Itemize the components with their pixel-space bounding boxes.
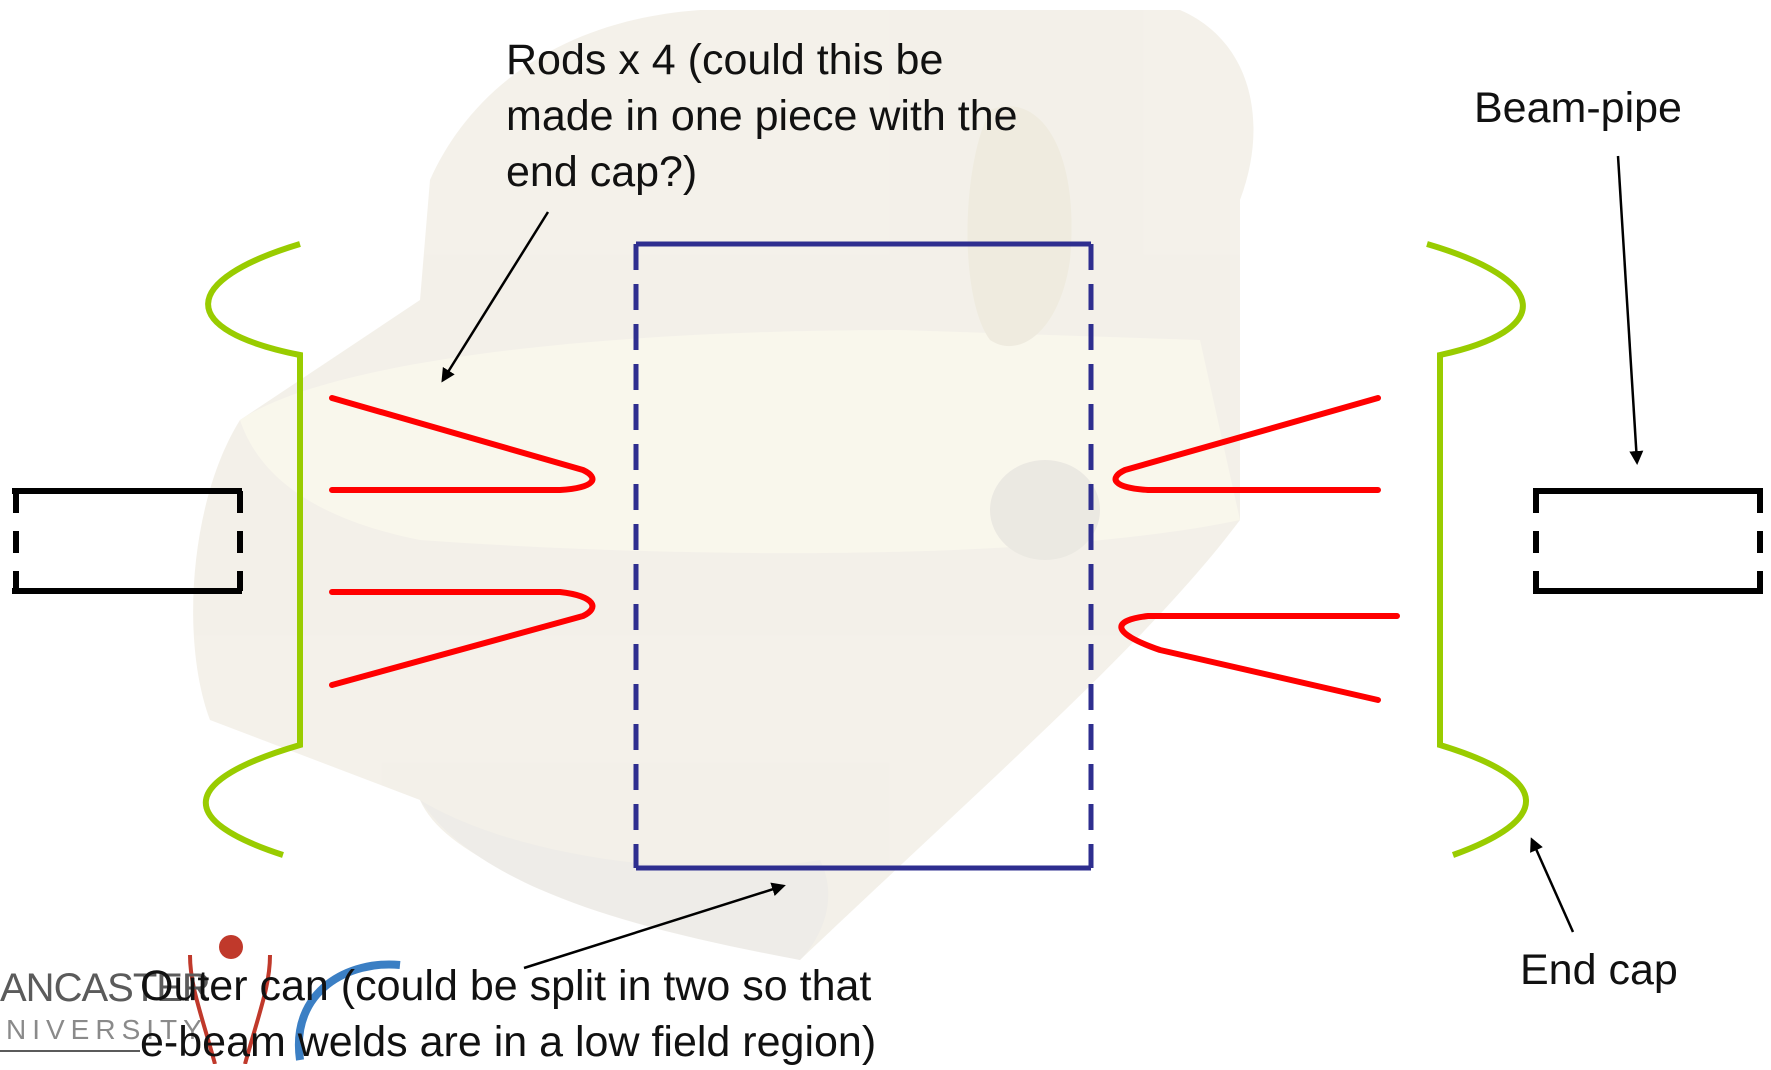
cavity-iris-shape [967,106,1072,347]
end-cap-left [202,241,303,858]
logo-tower-right [243,954,272,1064]
logo-blue-swoosh [294,960,401,1061]
beam-pipe-pointer-arrow [1616,155,1644,465]
cavity-body-shape [193,10,1254,960]
end-cap-pointer-arrow [1530,837,1575,933]
rod-left-upper [329,395,596,493]
rods [329,395,1400,703]
beam-pipe-label: Beam-pipe [1474,84,1682,132]
university-logo [0,935,401,1064]
end-cap-right [1426,241,1529,858]
cavity-inner-surface [240,330,1240,554]
rod-right-lower [1118,613,1400,703]
logo-text-university: NIVERSITY [6,1014,208,1045]
logo-dot [219,935,243,959]
logo-tower-left [188,954,217,1064]
cavity-lower-shell [420,800,829,960]
rods-pointer-arrow [441,211,550,383]
beam-pipe-left [12,488,243,594]
rod-right-upper [1112,395,1381,493]
end-cap-right-outline [1426,241,1529,858]
pointer-arrows [441,155,1644,970]
beam-pipe-right [1533,488,1763,594]
end-cap-left-outline [202,241,303,858]
coupler-port-shape [990,460,1100,560]
outer-can-pointer-arrow [523,882,786,970]
rods-label: Rods x 4 (could this be made in one piec… [506,36,1018,196]
rod-left-lower [329,589,596,688]
background-cavity-render [193,10,1254,960]
logo-text-lancaster: ANCASTER [0,966,211,1010]
outer-can-label: Outer can (could be split in two so that… [140,962,877,1066]
end-cap-label: End cap [1520,946,1678,994]
logo-underline [0,1050,140,1052]
outer-can [633,241,1094,871]
